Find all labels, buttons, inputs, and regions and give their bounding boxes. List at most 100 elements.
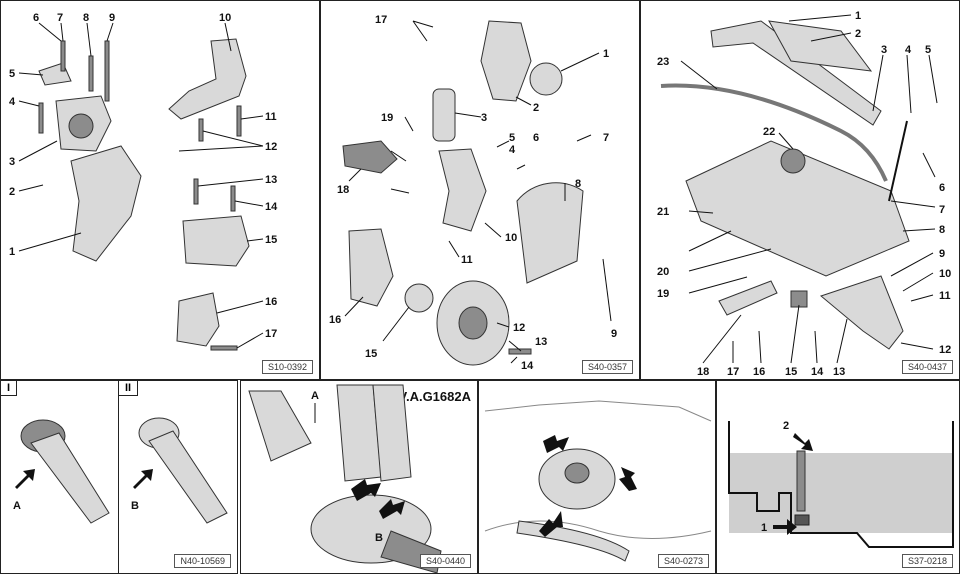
callout: 2	[533, 102, 539, 114]
figure-ref: S37-0218	[901, 554, 953, 568]
variant-label-ii: II	[119, 381, 139, 396]
gearbox-bracket	[176, 292, 220, 347]
label-1: 1	[761, 522, 767, 534]
callout: 18	[337, 184, 349, 196]
control-arm	[819, 275, 904, 350]
arrow	[539, 511, 563, 537]
arrow-1	[773, 519, 797, 535]
bolt-6	[60, 40, 66, 72]
tool-bar	[372, 384, 412, 482]
callout: 6	[533, 132, 539, 144]
label-a: A	[13, 500, 21, 512]
callout: 12	[265, 141, 277, 153]
knuckle-lower	[348, 228, 394, 307]
bolt-8	[88, 55, 94, 92]
callout: 22	[763, 126, 775, 138]
steering-rack	[710, 20, 882, 126]
bolt-4	[38, 102, 44, 134]
callout: 5	[925, 44, 931, 56]
panel-oil-level: 2 1 S37-0218	[716, 380, 960, 574]
figure-ref: S40-0440	[419, 554, 471, 568]
arrow-a	[15, 469, 35, 489]
label-b: B	[375, 532, 383, 544]
callout: 6	[33, 12, 39, 24]
callout: 12	[939, 344, 951, 356]
callout: 20	[657, 266, 669, 278]
hub-bolts-diagram: A B	[13, 417, 228, 524]
arrow-b	[133, 469, 153, 489]
bolt-13	[508, 348, 532, 355]
splash-shield	[516, 182, 584, 284]
disc-center	[458, 306, 488, 340]
arrow	[619, 467, 637, 491]
panel-strut-mount: S40-0273	[478, 380, 716, 574]
figure-ref: N40-10569	[174, 554, 231, 568]
panel-engine-mounts: 1 2 3 4 5 6 7 8 9 10 11 12 13 14 15 16 1…	[0, 0, 320, 380]
callout: 12	[513, 322, 525, 334]
callout: 13	[833, 366, 845, 378]
callout: 9	[611, 328, 617, 340]
oil-level-diagram: 2 1	[728, 420, 954, 548]
label-a: A	[311, 390, 319, 402]
callout: 11	[939, 290, 951, 302]
divider	[118, 381, 119, 573]
callouts: 1 2 3 4 5 6 7 8 9 10 11 12 13 14 15 16 1…	[9, 12, 278, 340]
callout: 17	[727, 366, 739, 378]
stabilizer-bar	[660, 83, 888, 182]
callout: 21	[657, 206, 669, 218]
arrow	[351, 479, 381, 501]
leader-lines	[680, 14, 938, 364]
strut-mount-diagram	[484, 400, 712, 562]
bushing-15	[790, 290, 808, 308]
callout: 3	[9, 156, 15, 168]
strut-nut	[564, 462, 590, 484]
drain-plug-tube	[796, 450, 806, 512]
callout: 8	[575, 178, 581, 190]
figure-ref: S40-0357	[581, 360, 633, 374]
arrow-2	[793, 433, 813, 451]
callout: 2	[9, 186, 15, 198]
wheel-hub-diagram: 1 2 3 4 5 6 7 8 9 10 11 12 13 14 15 16 1…	[329, 14, 617, 372]
leader-lines	[18, 22, 264, 349]
tool-diagram: A B	[248, 384, 442, 573]
callout: 19	[657, 288, 669, 300]
subframe-diagram: 1 2 3 4 5 6 7 8 9 10 11 12 13 14 15 16 1…	[657, 10, 951, 378]
callout: 16	[265, 296, 277, 308]
pendulum-support	[168, 38, 247, 120]
callout: 19	[381, 112, 393, 124]
tool-arm	[248, 390, 312, 462]
callout: 3	[481, 112, 487, 124]
cover-bar	[516, 520, 630, 562]
bracket-part	[70, 145, 142, 262]
callout: 17	[375, 14, 387, 26]
callout: 3	[881, 44, 887, 56]
subframe-bushing	[780, 148, 806, 174]
tool-label: V.A.G1682A	[398, 389, 471, 404]
panel-hub-bolts: I II A B N40-10569	[0, 380, 238, 574]
callout: 2	[855, 28, 861, 40]
bolt-13	[193, 178, 199, 205]
callout: 6	[939, 182, 945, 194]
callout: 13	[265, 174, 277, 186]
callout: 1	[855, 10, 861, 22]
subframe	[685, 140, 910, 277]
callout: 15	[785, 366, 797, 378]
variant-label-i: I	[1, 381, 18, 396]
callout: 10	[219, 12, 231, 24]
bolt-14	[230, 185, 236, 212]
callout: 4	[9, 96, 16, 108]
coupling-rod	[888, 120, 908, 202]
callout: 15	[365, 348, 377, 360]
mount-bushing	[68, 113, 94, 139]
callouts: 1 2 3 4 5 6 7 8 9 10 11 12 13 14 15 16 1…	[657, 10, 951, 378]
callout: 9	[939, 248, 945, 260]
callout: 16	[329, 314, 341, 326]
bolt-9	[104, 40, 110, 102]
callout: 7	[57, 12, 63, 24]
drain-plug	[794, 514, 810, 526]
gearbox-mount	[182, 215, 250, 267]
figure-ref: S40-0437	[901, 360, 953, 374]
arrow	[543, 435, 569, 453]
callout: 1	[9, 246, 15, 258]
bolt-shank	[148, 430, 228, 524]
